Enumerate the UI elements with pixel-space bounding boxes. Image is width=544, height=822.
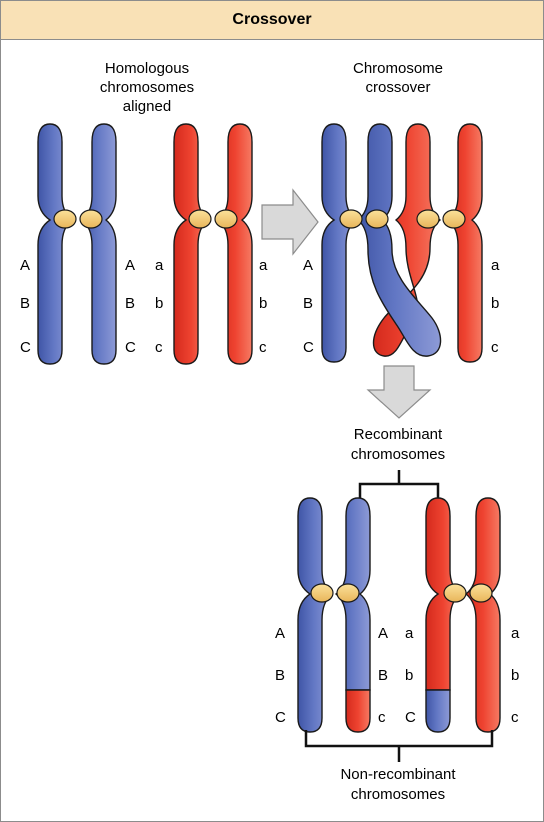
allele-label-c: c — [259, 339, 267, 356]
allele-label-C: C — [20, 339, 31, 356]
allele-label-B: B — [20, 295, 30, 312]
allele-label-c: c — [378, 709, 386, 726]
allele-label-C: C — [125, 339, 136, 356]
allele-labels-panel1: A B C A B C a b c a b c — [20, 257, 268, 356]
red-sister-chromatid-left — [173, 123, 210, 365]
allele-label-B: B — [275, 667, 285, 684]
allele-label-b: b — [259, 295, 267, 312]
centromere — [339, 209, 363, 229]
allele-label-a: a — [405, 625, 414, 642]
centromere — [214, 209, 238, 229]
blue-sister-chromatid-right — [80, 123, 117, 365]
allele-label-c: c — [155, 339, 163, 356]
allele-label-b: b — [405, 667, 413, 684]
centromere — [188, 209, 212, 229]
allele-label-C: C — [303, 339, 314, 356]
allele-label-A: A — [275, 625, 285, 642]
caption-crossover-line2: crossover — [365, 79, 430, 96]
blue-chromatid-outer — [321, 123, 358, 363]
red-chromosome-pair — [173, 123, 253, 365]
recombinant-bracket — [358, 470, 440, 502]
centromere — [416, 209, 440, 229]
diagram-title: Crossover — [232, 11, 312, 28]
caption-recombinant-line1: Recombinant — [354, 426, 443, 443]
allele-label-B: B — [303, 295, 313, 312]
centromeres-panel2 — [339, 209, 466, 229]
allele-label-a: a — [155, 257, 164, 274]
crossover-chromosomes — [321, 123, 483, 363]
allele-labels-panel2: A B C a b c — [303, 257, 500, 356]
centromeres-panel3 — [310, 583, 493, 603]
allele-label-A: A — [378, 625, 388, 642]
centromere — [469, 583, 493, 603]
caption-nonrecombinant-line2: chromosomes — [351, 786, 445, 803]
centromere — [310, 583, 334, 603]
allele-label-A: A — [125, 257, 135, 274]
centromere — [443, 583, 467, 603]
centromeres-panel1 — [53, 209, 238, 229]
arrow-right-icon — [261, 188, 319, 256]
allele-label-c: c — [491, 339, 499, 356]
allele-label-A: A — [20, 257, 30, 274]
red-chromatid-outer — [446, 123, 483, 363]
centromere — [79, 209, 103, 229]
caption-crossover: Chromosome crossover — [353, 60, 443, 96]
caption-recombinant-line2: chromosomes — [351, 446, 445, 463]
allele-label-c: c — [511, 709, 519, 726]
centromere — [365, 209, 389, 229]
blue-sister-chromatid-left — [37, 123, 74, 365]
centromere — [336, 583, 360, 603]
nonrecombinant-bracket — [304, 730, 494, 762]
allele-label-a: a — [511, 625, 520, 642]
caption-nonrecombinant: Non-recombinant chromosomes — [340, 766, 456, 803]
caption-nonrecombinant-line1: Non-recombinant — [340, 766, 456, 783]
allele-label-a: a — [259, 257, 268, 274]
allele-label-C: C — [405, 709, 416, 726]
blue-chromosome-pair — [37, 123, 117, 365]
red-sister-chromatid-right — [216, 123, 253, 365]
allele-label-b: b — [511, 667, 519, 684]
caption-aligned: Homologous chromosomes aligned — [100, 60, 194, 115]
arrow-down-icon — [366, 365, 432, 419]
red-chromatid-nonrecombinant — [464, 497, 501, 733]
allele-label-b: b — [491, 295, 499, 312]
red-segment-recombinant — [345, 689, 371, 733]
allele-label-B: B — [125, 295, 135, 312]
blue-chromatid-crossing — [356, 123, 442, 357]
caption-aligned-line2: chromosomes — [100, 79, 194, 96]
blue-segment-recombinant — [425, 689, 451, 733]
allele-label-B: B — [378, 667, 388, 684]
blue-chromatid-nonrecombinant — [297, 497, 334, 733]
header-bar: Crossover — [1, 1, 543, 40]
allele-label-b: b — [155, 295, 163, 312]
allele-label-C: C — [275, 709, 286, 726]
result-blue-chromosome — [297, 497, 371, 733]
caption-crossover-line1: Chromosome — [353, 60, 443, 77]
caption-aligned-line1: Homologous — [105, 60, 189, 77]
centromere — [53, 209, 77, 229]
allele-label-A: A — [303, 257, 313, 274]
allele-labels-panel3: A B C A B c a b C a b c — [275, 625, 520, 726]
result-red-chromosome — [425, 497, 501, 733]
centromere — [442, 209, 466, 229]
allele-label-a: a — [491, 257, 500, 274]
caption-aligned-line3: aligned — [123, 98, 171, 115]
red-chromatid-crossing — [372, 123, 442, 357]
caption-recombinant: Recombinant chromosomes — [351, 426, 445, 463]
